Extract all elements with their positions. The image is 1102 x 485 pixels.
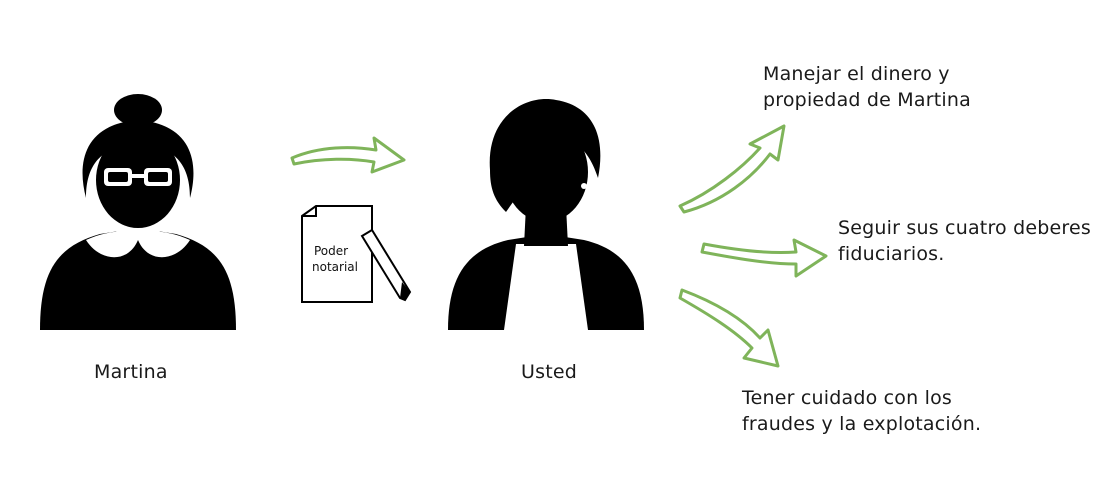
arrow-martina-to-usted-icon (290, 136, 406, 174)
arrow-to-money-icon (678, 124, 786, 214)
arrow-to-fraud-icon (678, 288, 780, 368)
usted-name-label: Usted (521, 361, 578, 383)
document-label-line2: notarial (312, 260, 358, 274)
duty-money-line2: propiedad de Martina (763, 89, 971, 111)
usted-avatar-icon (448, 99, 644, 330)
arrow-to-fiduciary-icon (700, 238, 828, 278)
pen-icon (360, 228, 412, 302)
document-label-line1: Poder (314, 244, 348, 258)
duty-fiduciary-line1: Seguir sus cuatro deberes (838, 217, 1091, 239)
martina-avatar-icon (40, 94, 236, 330)
duty-money-line1: Manejar el dinero y (763, 63, 950, 85)
duty-fiduciary-line2: fiduciarios. (838, 243, 945, 265)
duty-fraud-line2: fraudes y la explotación. (742, 413, 982, 435)
martina-name-label: Martina (94, 361, 168, 383)
duty-fraud-line1: Tener cuidado con los (742, 387, 952, 409)
power-of-attorney-document-icon: Poder notarial (301, 205, 373, 303)
